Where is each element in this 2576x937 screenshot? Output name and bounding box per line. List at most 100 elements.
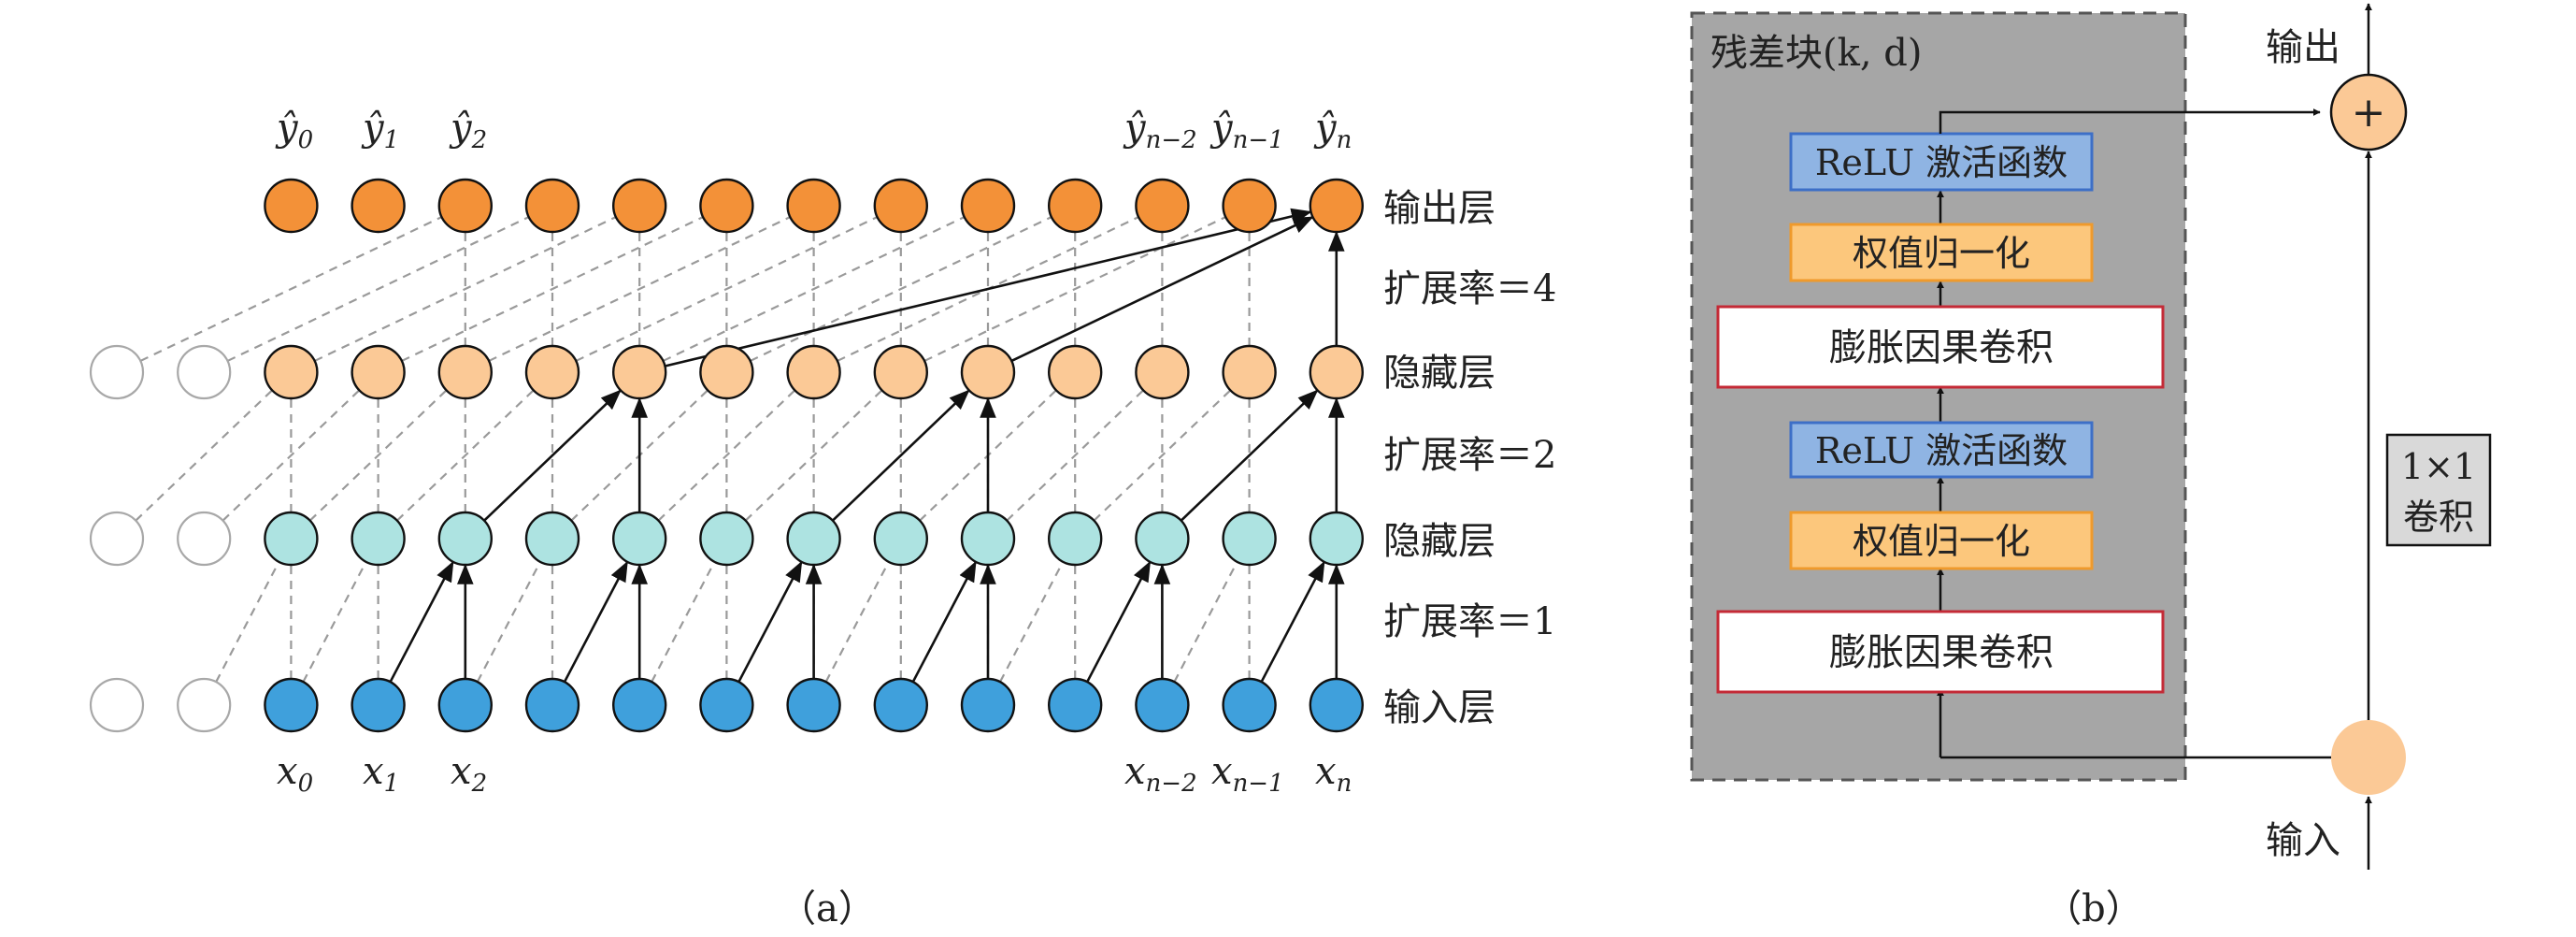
output-node <box>612 178 667 234</box>
dilation-rate-1: 扩展率＝1 <box>1383 600 1556 643</box>
dashed-edge <box>396 390 534 522</box>
weight-norm-label-lower: 权值归一化 <box>1853 521 2030 562</box>
dilated-conv-block-lower <box>1716 610 2165 694</box>
input-node <box>1135 677 1190 733</box>
input-symbol-0: x0 <box>277 750 313 798</box>
active-connections <box>389 208 1345 683</box>
dashed-edge <box>302 562 367 683</box>
input-node <box>437 677 493 733</box>
active-edge <box>1260 560 1325 683</box>
output-node <box>437 178 493 234</box>
active-edge <box>737 560 803 683</box>
hidden2-node <box>699 344 754 400</box>
dashed-edge <box>401 216 703 362</box>
dashed-edge <box>308 390 447 522</box>
active-edge <box>665 208 1312 368</box>
hidden2-node <box>786 344 841 400</box>
dashed-edge <box>651 562 715 683</box>
neuron-nodes <box>89 178 1365 733</box>
active-edge <box>389 560 454 683</box>
dashed-edge <box>215 562 279 683</box>
input-node <box>786 677 841 733</box>
padding-node <box>89 344 145 400</box>
active-edge <box>1010 216 1314 363</box>
hidden1-node <box>524 511 580 567</box>
output-node <box>699 178 754 234</box>
hidden2-node <box>612 344 667 400</box>
output-symbol-0: ŷ0 <box>275 107 313 154</box>
hidden1-node <box>437 511 493 567</box>
dashed-edge <box>476 562 541 683</box>
dashed-edge <box>923 216 1225 362</box>
padding-node <box>89 511 145 567</box>
input-symbol-n-1: xn−1 <box>1211 750 1284 798</box>
output-symbol-n-1: ŷn−1 <box>1209 107 1284 154</box>
panel-b: 残差块(k, d) ReLU 激活函数 权值归一化 膨胀因果卷积 ReLU 激活… <box>1690 3 2492 930</box>
output-node <box>873 178 928 234</box>
dilated-conv-label-lower: 膨胀因果卷积 <box>1829 631 2054 674</box>
dashed-edge <box>575 216 878 362</box>
output-symbol-2: ŷ2 <box>449 107 487 154</box>
active-edge <box>1086 560 1152 683</box>
input-node <box>1309 677 1365 733</box>
input-node <box>351 677 406 733</box>
hidden1-node <box>612 511 667 567</box>
hidden2-node <box>351 344 406 400</box>
output-symbol-1: ŷ1 <box>361 107 399 154</box>
dashed-edge <box>824 562 890 683</box>
conv-1x1-label-line2: 卷积 <box>2403 497 2474 538</box>
arrow-relu-to-add <box>1939 108 2321 134</box>
dashed-edge <box>488 216 790 362</box>
output-node <box>1047 178 1103 234</box>
dashed-edge <box>750 216 1052 362</box>
input-node <box>699 677 754 733</box>
output-node <box>786 178 841 234</box>
padding-node <box>177 511 232 567</box>
input-label: 输入 <box>2266 819 2340 862</box>
hidden1-node <box>699 511 754 567</box>
hidden1-node <box>1309 511 1365 567</box>
layer-label-output: 输出层 <box>1383 187 1496 230</box>
relu-block-lower <box>1789 421 2094 479</box>
relu-label-upper: ReLU 激活函数 <box>1815 142 2068 183</box>
output-node <box>1309 178 1365 234</box>
hidden2-node <box>873 344 928 400</box>
conv-1x1-label-line1: 1×1 <box>2401 446 2476 487</box>
dashed-edge <box>226 216 529 362</box>
weight-norm-block-upper <box>1789 223 2094 282</box>
dashed-edge <box>139 216 442 362</box>
hidden2-node <box>1135 344 1190 400</box>
input-node <box>1047 677 1103 733</box>
layer-label-hidden-2: 隐藏层 <box>1383 352 1496 395</box>
dilation-rate-2: 扩展率＝2 <box>1383 434 1556 477</box>
panel-a: 输出层 隐藏层 隐藏层 输入层 扩展率＝4 扩展率＝2 扩展率＝1 ŷ0 ŷ1 … <box>89 107 1556 930</box>
hidden1-node <box>873 511 928 567</box>
hidden1-node <box>786 511 841 567</box>
input-node <box>612 677 667 733</box>
weight-norm-label-upper: 权值归一化 <box>1853 233 2030 274</box>
residual-block-title: 残差块(k, d) <box>1710 32 1922 75</box>
active-edge <box>1180 389 1319 522</box>
dashed-edge <box>657 390 795 522</box>
input-node <box>264 677 319 733</box>
dashed-edge <box>999 562 1064 683</box>
conv-1x1-box <box>2385 433 2492 547</box>
input-symbol-2: x2 <box>451 750 487 798</box>
input-node <box>2331 720 2406 795</box>
dashed-edge <box>222 390 360 522</box>
dashed-edge <box>135 390 273 522</box>
layer-label-hidden-1: 隐藏层 <box>1383 520 1496 563</box>
input-node <box>1222 677 1277 733</box>
active-edge <box>911 560 977 683</box>
output-node <box>960 178 1016 234</box>
input-node <box>960 677 1016 733</box>
padding-node <box>177 677 232 733</box>
output-node <box>351 178 406 234</box>
output-node <box>1222 178 1277 234</box>
input-symbol-n: xn <box>1315 750 1352 798</box>
weight-norm-block-lower <box>1789 511 2094 570</box>
caption-b: （b） <box>2044 887 2143 930</box>
dashed-connections <box>135 216 1338 683</box>
dashed-edge <box>662 216 965 362</box>
